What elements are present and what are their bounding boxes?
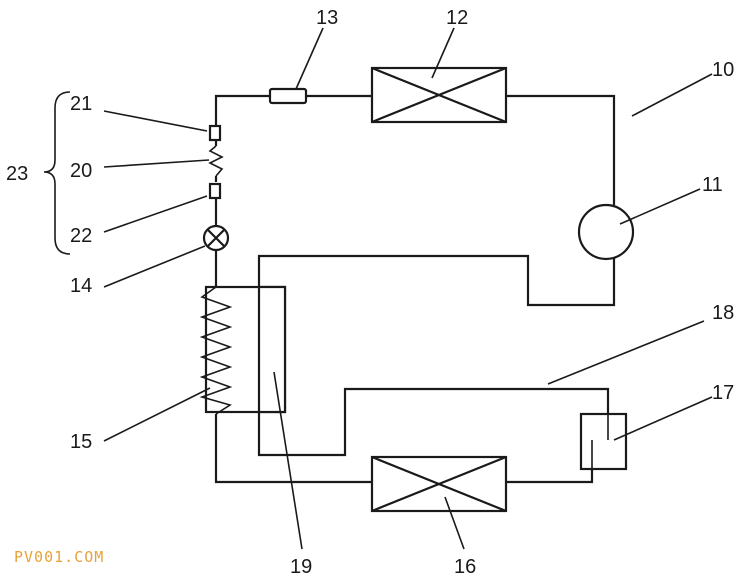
leader-19	[273, 371, 303, 550]
leader-12	[431, 27, 455, 79]
label-17: 17	[712, 382, 734, 404]
leader-16	[444, 496, 465, 550]
label-19: 19	[290, 556, 312, 578]
accumulator-17	[579, 412, 628, 471]
sensor-21	[208, 124, 222, 142]
leader-22	[103, 195, 208, 233]
label-22: 22	[70, 225, 92, 247]
pipe-bottom	[214, 414, 594, 484]
resistor-20	[208, 145, 224, 177]
leader-20	[103, 159, 210, 168]
capillary-13	[268, 87, 308, 105]
leader-18	[547, 320, 705, 385]
compressor-11	[577, 203, 635, 261]
leader-15	[103, 387, 211, 442]
label-23: 23	[6, 163, 28, 185]
leader-11	[619, 188, 701, 225]
leader-17	[613, 396, 713, 441]
label-12: 12	[446, 7, 468, 29]
sensor-22	[208, 182, 222, 200]
leader-10	[631, 73, 713, 117]
leader-21	[103, 110, 208, 132]
leader-14	[103, 245, 206, 288]
label-21: 21	[70, 93, 92, 115]
heat-exchanger-16	[370, 455, 508, 513]
label-20: 20	[70, 160, 92, 182]
expansion-valve-14	[202, 224, 230, 252]
label-11: 11	[702, 174, 723, 196]
label-18: 18	[712, 302, 734, 324]
label-13: 13	[316, 7, 338, 29]
leader-13	[295, 27, 324, 90]
heat-exchanger-12	[370, 66, 508, 124]
watermark: PV001.COM	[14, 548, 104, 566]
label-10: 10	[712, 59, 734, 81]
label-14: 14	[70, 275, 92, 297]
bracket-23	[43, 91, 71, 255]
pipe-top-loop	[214, 94, 616, 457]
label-15: 15	[70, 431, 92, 453]
internal-heat-exchanger-15	[199, 285, 287, 415]
label-16: 16	[454, 556, 476, 578]
